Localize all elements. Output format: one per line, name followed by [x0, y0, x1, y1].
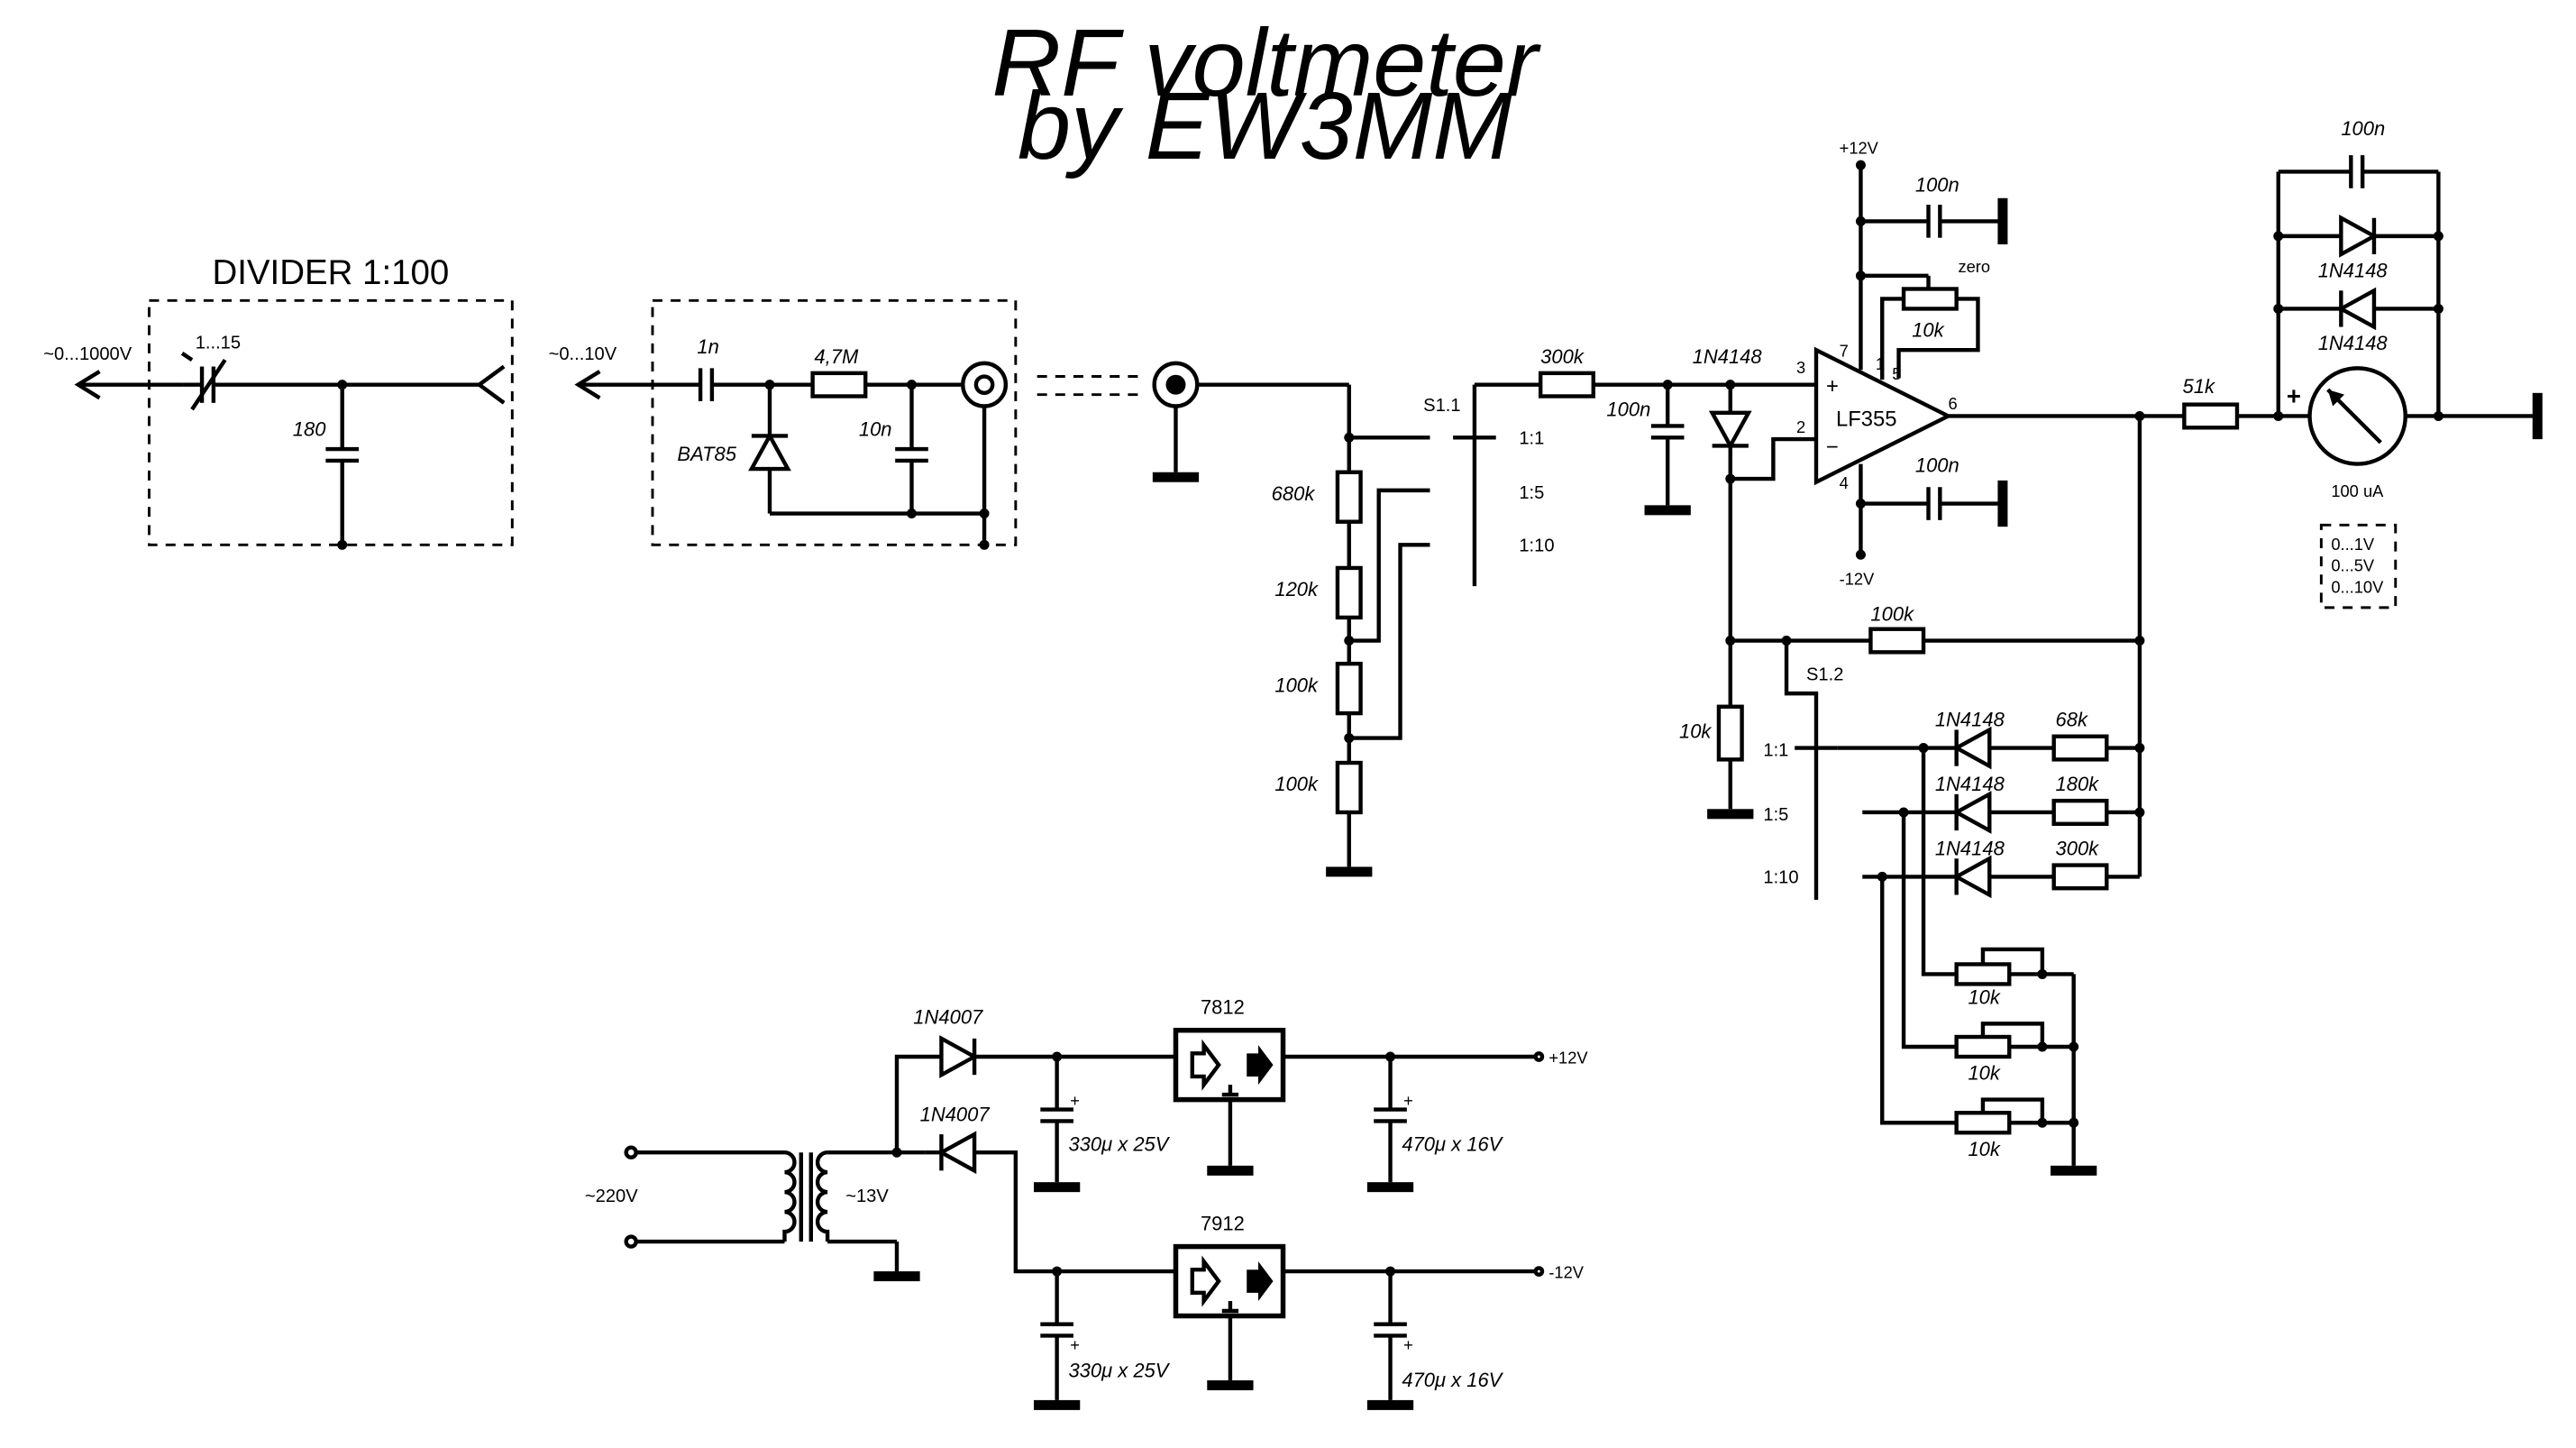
- psu-secondary-label: ~13V: [845, 1187, 889, 1206]
- divider-trimmer-label: 1...15: [196, 333, 241, 353]
- fb-r3-label: 300k: [2056, 838, 2100, 860]
- psu-block: ~220V ~13V 1N4007 1N4007 + 330μ x 25V: [585, 995, 1588, 1410]
- amp-rin-label: 300k: [1540, 345, 1585, 368]
- attn-pos3-label: 1:10: [1519, 536, 1554, 556]
- divider-block: DIVIDER 1:100 ~0...1000V 1...15 180: [43, 253, 514, 550]
- attn-switch-label: S1.1: [1423, 396, 1460, 416]
- pin3: 3: [1796, 358, 1805, 377]
- attn-r2-label: 120k: [1274, 578, 1319, 600]
- pin6: 6: [1948, 394, 1957, 413]
- attenuator-block: 680k 120k 100k 100k S1.1 1:1 1:5 1:10: [1152, 361, 1555, 877]
- divider-label: DIVIDER 1:100: [212, 253, 449, 292]
- psu-regpos-label: 7812: [1201, 995, 1245, 1018]
- attn-pos2-label: 1:5: [1519, 483, 1544, 503]
- fb-d3-label: 1N4148: [1935, 838, 2005, 860]
- fb-r2-label: 180k: [2056, 773, 2100, 795]
- meter-plus-label: +: [2287, 382, 2301, 410]
- meter-r-label: 51k: [2183, 375, 2215, 398]
- psu-out-pos-label: +12V: [1548, 1048, 1588, 1067]
- fb-pos2-label: 1:5: [1763, 805, 1788, 825]
- meter-d1-label: 1N4148: [2318, 260, 2389, 282]
- amp-ctop-label: 100n: [1915, 173, 1959, 196]
- amp-cbot-label: 100n: [1915, 454, 1959, 477]
- meter-range-2: 0...5V: [2331, 556, 2375, 575]
- probe-cap-out-label: 10n: [859, 417, 892, 440]
- psu-cplus4: +: [1403, 1335, 1413, 1354]
- probe-block: ~0...10V 1n 4,7M BAT85 10n: [549, 298, 1018, 550]
- fb-r-label: 100k: [1870, 603, 1914, 626]
- probe-diode-label: BAT85: [677, 443, 736, 465]
- opamp-minus: −: [1826, 435, 1839, 460]
- feedback-block: 100k 10k S1.2 1:1 1:5 1:10 1N4148 68k: [1679, 416, 2145, 1176]
- fb-d2-label: 1N4148: [1935, 773, 2005, 795]
- amplifier-block: 300k 100n 1N4148 LF355 + − 3 2 7 1 5 6 4…: [1538, 138, 2185, 641]
- psu-c3-label: 330μ x 25V: [1068, 1359, 1170, 1381]
- fb-pos3-label: 1:10: [1763, 868, 1798, 888]
- meter-d2-label: 1N4148: [2318, 332, 2389, 354]
- pin1: 1: [1876, 354, 1885, 373]
- psu-d2-label: 1N4007: [920, 1103, 991, 1125]
- psu-out-neg-label: -12V: [1548, 1262, 1584, 1281]
- psu-c4-label: 470μ x 16V: [1402, 1369, 1503, 1391]
- attn-pos1-label: 1:1: [1519, 429, 1544, 449]
- title-line1: RF voltmeter: [991, 9, 1541, 116]
- meter-range-3: 0...10V: [2331, 577, 2384, 596]
- divider-input-label: ~0...1000V: [43, 344, 132, 364]
- attn-r1-label: 680k: [1272, 482, 1316, 505]
- psu-c1-label: 330μ x 25V: [1068, 1132, 1170, 1155]
- attn-r3-label: 100k: [1274, 674, 1319, 696]
- fb-switch-label: S1.2: [1806, 664, 1843, 684]
- meter-c-label: 100n: [2341, 117, 2385, 140]
- fb-pos1-label: 1:1: [1763, 741, 1788, 761]
- psu-cplus2: +: [1403, 1091, 1413, 1110]
- fb-r1-label: 68k: [2056, 709, 2088, 731]
- meter-range-1: 0...1V: [2331, 535, 2375, 554]
- meter-block: 51k 100n 1N4148 1N4148 + 100 uA 0...1V: [2182, 117, 2543, 609]
- cable: [1037, 375, 1140, 397]
- attn-r4-label: 100k: [1274, 773, 1319, 795]
- fb-d1-label: 1N4148: [1935, 709, 2005, 731]
- probe-resistor-label: 4,7M: [814, 345, 859, 368]
- psu-c2-label: 470μ x 16V: [1402, 1132, 1503, 1155]
- amp-cin-label: 100n: [1606, 398, 1650, 420]
- opamp-plus: +: [1826, 374, 1839, 399]
- pin4: 4: [1840, 473, 1849, 492]
- divider-cap-label: 180: [293, 417, 326, 440]
- zero-pot-label: 10k: [1912, 319, 1944, 342]
- probe-cap-in-label: 1n: [697, 335, 718, 358]
- vminus-label: -12V: [1840, 569, 1875, 588]
- psu-cplus1: +: [1070, 1091, 1080, 1110]
- psu-regneg-label: 7912: [1201, 1212, 1245, 1234]
- psu-mains-label: ~220V: [585, 1187, 638, 1206]
- pin2: 2: [1796, 417, 1805, 436]
- opamp-label: LF355: [1836, 407, 1896, 431]
- vplus-label: +12V: [1840, 138, 1879, 157]
- pin5: 5: [1892, 364, 1901, 383]
- psu-d1-label: 1N4007: [913, 1005, 983, 1028]
- pin7: 7: [1840, 342, 1849, 361]
- fb-p1-label: 10k: [1968, 985, 2000, 1008]
- psu-cplus3: +: [1070, 1335, 1080, 1354]
- amp-diode-label: 1N4148: [1693, 345, 1763, 368]
- fb-p3-label: 10k: [1968, 1138, 2000, 1160]
- title-line2: by EW3MM: [1018, 72, 1512, 179]
- meter-label: 100 uA: [2331, 481, 2384, 500]
- probe-input-label: ~0...10V: [549, 344, 617, 364]
- zero-label: zero: [1958, 257, 1990, 276]
- fb-rgnd-label: 10k: [1679, 720, 1712, 743]
- fb-p2-label: 10k: [1968, 1062, 2000, 1085]
